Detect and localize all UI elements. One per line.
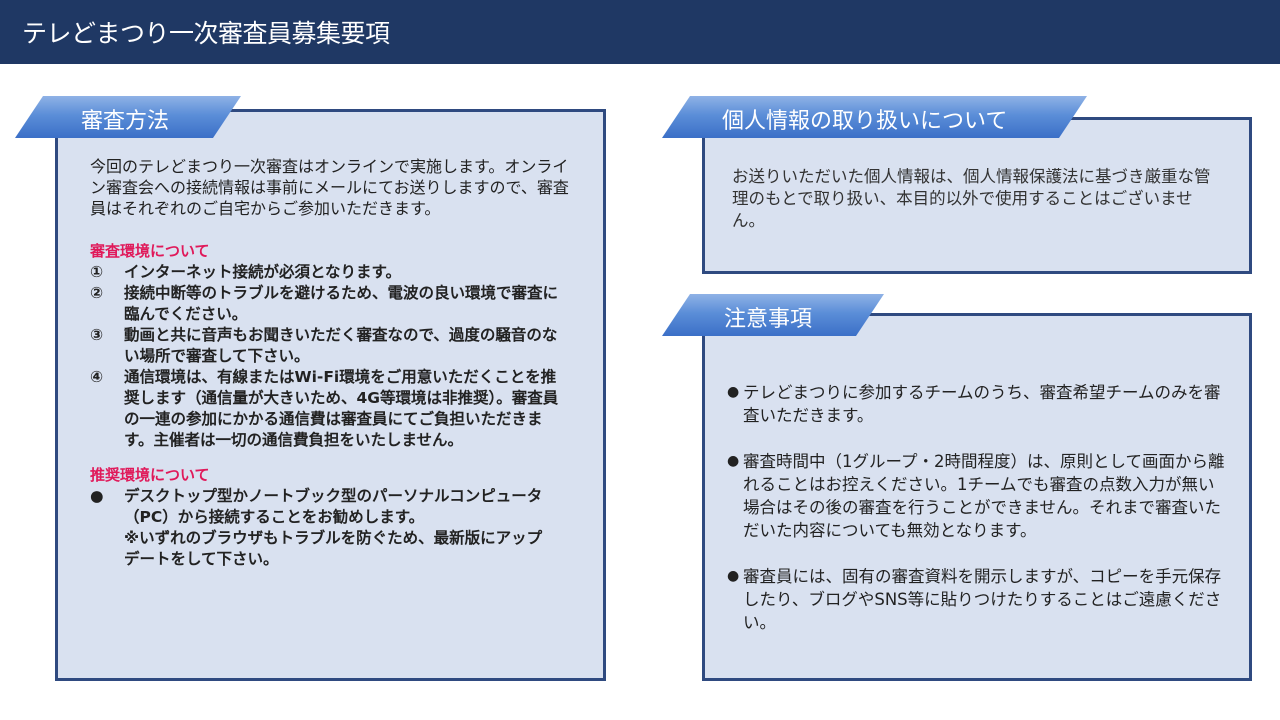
bullet-icon: ● [727, 453, 740, 469]
review-environment-list: ① インターネット接続が必須となります。 ② 接続中断等のトラブルを避けるため、… [90, 262, 570, 451]
recommended-environment-list: ● デスクトップ型かノートブック型のパーソナルコンピュータ（PC）から接続するこ… [90, 486, 545, 570]
review-method-intro: 今回のテレどまつり一次審査はオンラインで実施します。オンライン審査会への接続情報… [90, 157, 569, 218]
privacy-panel [702, 117, 1252, 274]
review-method-content: 今回のテレどまつり一次審査はオンラインで実施します。オンライン審査会への接続情報… [90, 156, 570, 570]
bullet-icon: ● [90, 487, 104, 505]
privacy-tab-label: 個人情報の取り扱いについて [722, 109, 1008, 134]
recommended-environment-heading: 推奨環境について [90, 466, 210, 484]
review-environment-heading: 審査環境について [90, 242, 210, 260]
list-item: ● 審査員には、固有の審査資料を開示しますが、コピーを手元保存したり、ブログやS… [727, 567, 1222, 632]
list-item: ① インターネット接続が必須となります。 [90, 263, 401, 281]
notes-list: ● テレどまつりに参加するチームのうち、審査希望チームのみを審査いただきます。 … [727, 381, 1227, 634]
notes-content: ● テレどまつりに参加するチームのうち、審査希望チームのみを審査いただきます。 … [727, 381, 1227, 657]
notes-panel [702, 313, 1252, 681]
list-item: ③ 動画と共に音声もお聞きいただく審査なので、過度の騒音のない場所で審査して下さ… [90, 326, 558, 365]
notes-tab: 注意事項 [662, 294, 884, 336]
list-item: ● 審査時間中（1グループ・2時間程度）は、原則として画面から離れることはお控え… [727, 452, 1225, 540]
browser-note: ※いずれのブラウザもトラブルを防ぐため、最新版にアップデートをして下さい。 [124, 529, 543, 568]
notes-tab-label: 注意事項 [724, 307, 813, 332]
header-bar: テレどまつり一次審査員募集要項 [0, 0, 1280, 64]
page-title: テレどまつり一次審査員募集要項 [22, 19, 390, 48]
list-item: ④ 通信環境は、有線またはWi-Fi環境をご用意いただくことを推奨します（通信量… [90, 368, 559, 449]
list-item: ● デスクトップ型かノートブック型のパーソナルコンピュータ（PC）から接続するこ… [90, 487, 543, 568]
review-method-tab-label: 審査方法 [81, 109, 170, 134]
bullet-icon: ● [727, 384, 740, 400]
review-method-panel [55, 109, 606, 681]
privacy-tab: 個人情報の取り扱いについて [662, 96, 1087, 138]
privacy-text: お送りいただいた個人情報は、個人情報保護法に基づき厳重な管理のもとで取り扱い、本… [732, 167, 1211, 230]
review-method-tab: 審査方法 [15, 96, 241, 138]
list-item: ② 接続中断等のトラブルを避けるため、電波の良い環境で審査に臨んでください。 [90, 284, 559, 323]
bullet-icon: ● [727, 568, 740, 584]
list-item: ● テレどまつりに参加するチームのうち、審査希望チームのみを審査いただきます。 [727, 383, 1221, 425]
